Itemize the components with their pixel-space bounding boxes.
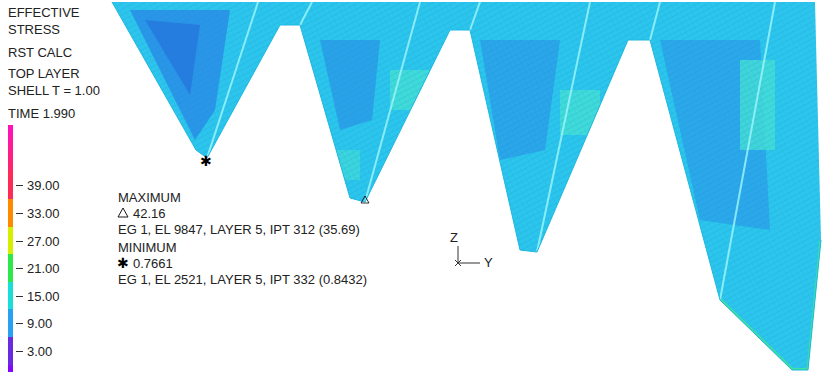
min-value: 0.7661 [133, 255, 173, 272]
legend-entry: 27.00 [8, 227, 60, 255]
label-text: 0.7661 [133, 256, 173, 271]
color-bar [8, 125, 13, 372]
legend-tick [16, 241, 23, 242]
legend-entry: 3.00 [8, 337, 52, 365]
axis-label: Y [484, 254, 493, 271]
legend-value: 39.00 [27, 178, 60, 193]
label-text: Y [484, 255, 493, 270]
legend-entry: 21.00 [8, 254, 60, 282]
max-marker [118, 208, 128, 217]
label-text: EG 1, EL 9847, LAYER 5, IPT 312 (35.69) [118, 222, 360, 237]
legend-value: 27.00 [27, 234, 60, 249]
min-location: EG 1, EL 2521, LAYER 5, IPT 332 (0.8432) [118, 271, 367, 288]
min-marker: ✱ [200, 153, 212, 169]
legend-value: 15.00 [27, 289, 60, 304]
plot-title: EFFECTIVE STRESS [8, 4, 116, 38]
legend-value: 3.00 [27, 344, 52, 359]
layer-info: TOP LAYER SHELL T = 1.00 [8, 65, 116, 99]
label-text: TOP LAYER SHELL T = 1.00 [8, 66, 100, 98]
time-stamp: TIME 1.990 [8, 105, 75, 122]
max-heading: MAXIMUM [118, 189, 181, 206]
label-text: MAXIMUM [118, 190, 181, 205]
legend-entry: 33.00 [8, 199, 60, 227]
legend-value: 9.00 [27, 316, 52, 331]
label-text: RST CALC [8, 45, 72, 60]
legend-entry: 39.00 [8, 171, 60, 199]
legend-tick [16, 268, 23, 269]
legend-entry: 15.00 [8, 282, 60, 310]
legend-tick [16, 296, 23, 297]
legend-swatch [8, 282, 13, 310]
legend-swatch [8, 199, 13, 227]
legend-tick [16, 351, 23, 352]
min-marker: ✱ [117, 255, 129, 271]
legend-value: 21.00 [27, 261, 60, 276]
legend-tick [16, 323, 23, 324]
label-text: EFFECTIVE STRESS [8, 5, 80, 37]
axis-triad [455, 246, 480, 266]
legend-swatch [8, 227, 13, 255]
legend-entry: 9.00 [8, 309, 52, 337]
label-text: MINIMUM [118, 240, 177, 255]
legend-value: 33.00 [27, 206, 60, 221]
legend-swatch [8, 254, 13, 282]
legend-tick [16, 185, 23, 186]
max-marker [361, 196, 369, 203]
max-value: 42.16 [133, 205, 166, 222]
label-text: EG 1, EL 2521, LAYER 5, IPT 332 (0.8432) [118, 272, 367, 287]
result-type: RST CALC [8, 44, 72, 61]
label-text: TIME 1.990 [8, 106, 75, 121]
min-heading: MINIMUM [118, 239, 177, 256]
legend-tick [16, 213, 23, 214]
label-text: Z [450, 230, 458, 245]
legend-swatch [8, 337, 13, 365]
label-text: 42.16 [133, 206, 166, 221]
axis-label: Z [450, 229, 458, 246]
legend-swatch [8, 171, 13, 199]
legend-swatch [8, 309, 13, 337]
max-location: EG 1, EL 9847, LAYER 5, IPT 312 (35.69) [118, 221, 360, 238]
